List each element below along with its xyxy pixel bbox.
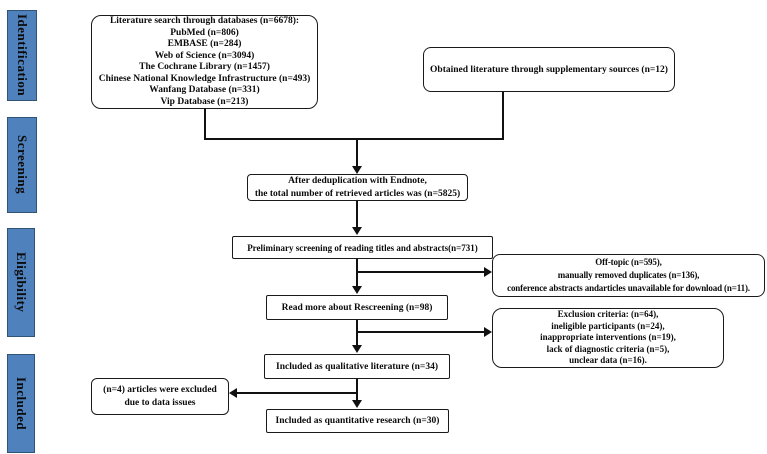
arrowhead-down-dedup-icon [352,165,362,174]
stage-label-eligibility: Eligibility [7,228,35,337]
box-literature-search-databases: Literature search through databases (n=6… [91,15,318,109]
connector-supplementary-down [502,92,504,139]
box-exclusion-criteria: Exclusion criteria: (n=64), ineligible p… [492,308,724,368]
connector-qualitative-to-quantitative [356,379,358,400]
arrowhead-down-rescreening-icon [352,286,362,294]
arrowhead-left-excluded-icon [228,387,237,398]
connector-branch-exclusion [357,331,484,333]
connector-merge-bar [203,138,504,140]
arrowhead-down-preliminary-icon [352,227,362,235]
box-rescreening: Read more about Rescreening (n=98) [266,295,448,320]
connector-rescreening-to-qualitative [356,320,358,345]
connector-merge-to-dedup [356,140,358,166]
connector-branch-offtopic [357,271,484,273]
arrowhead-right-offtopic-icon [483,266,492,277]
arrowhead-right-exclusion-icon [483,326,492,337]
arrowhead-down-qualitative-icon [352,345,362,353]
connector-dedup-to-preliminary [356,201,358,227]
box-quantitative-research: Included as quantitative research (n=30) [266,409,449,433]
stage-label-identification: Identification [7,10,37,101]
box-offtopic-exclusions: Off-topic (n=595), manually removed dupl… [492,254,765,297]
box-excluded-data-issues: (n=4) articles were excluded due to data… [91,378,229,415]
box-deduplication: After deduplication with Endnote, the to… [247,174,468,201]
box-qualitative-literature: Included as qualitative literature (n=34… [264,354,450,379]
connector-databases-down [203,109,206,139]
box-supplementary-sources: Obtained literature through supplementar… [423,47,675,92]
stage-label-included: Included [7,354,35,453]
connector-branch-excluded [237,392,357,394]
box-preliminary-screening: Preliminary screening of reading titles … [232,236,493,259]
arrowhead-down-quantitative-icon [352,400,362,408]
stage-label-screening: Screening [7,117,37,213]
connector-preliminary-to-rescreening [356,259,358,286]
